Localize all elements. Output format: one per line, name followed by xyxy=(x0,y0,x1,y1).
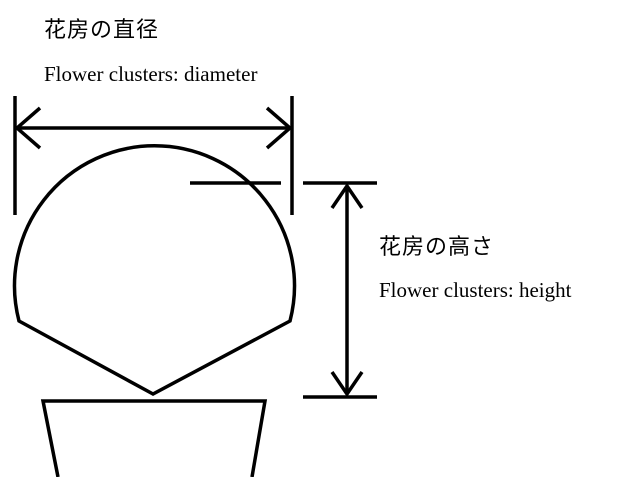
diameter-label-jp: 花房の直径 xyxy=(44,17,160,42)
height-label-en: Flower clusters: height xyxy=(379,278,572,302)
diameter-right-arrowhead xyxy=(265,106,293,150)
flower-cluster-shape xyxy=(12,144,297,396)
diameter-label-en: Flower clusters: diameter xyxy=(44,62,258,86)
pot-outline xyxy=(40,399,268,477)
diameter-measurement xyxy=(13,96,294,215)
diameter-left-arrowhead xyxy=(14,106,42,150)
height-top-arrowhead xyxy=(330,182,364,209)
pot-shape xyxy=(40,399,268,477)
height-measurement xyxy=(190,181,377,399)
flower-cluster-outline xyxy=(12,144,297,396)
height-bottom-arrowhead xyxy=(330,371,364,398)
height-label-jp: 花房の高さ xyxy=(379,234,495,259)
